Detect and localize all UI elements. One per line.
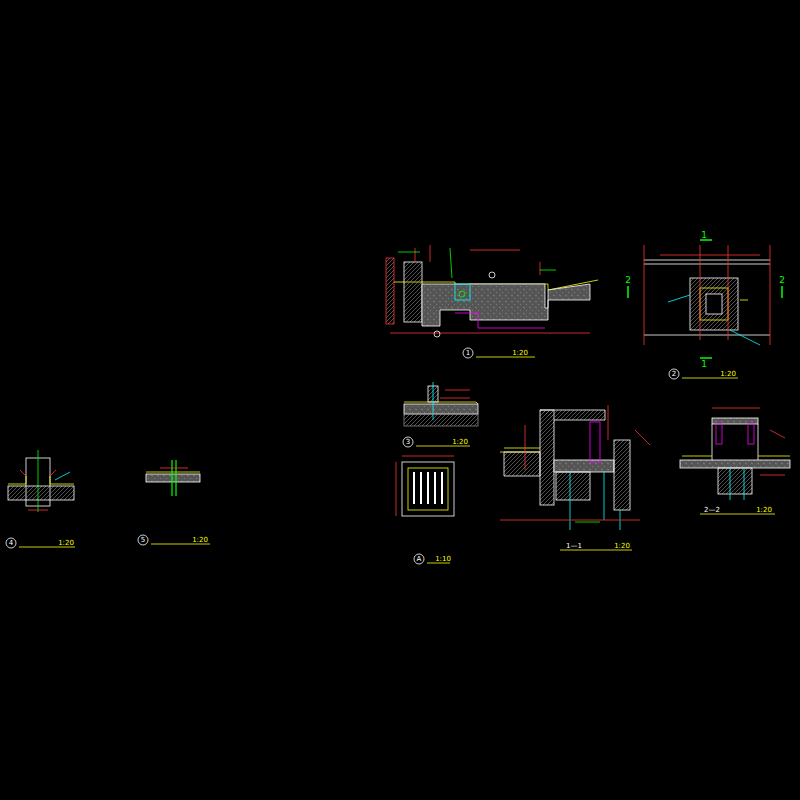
scale-label: 1:20	[58, 540, 74, 547]
callout-number: 1	[466, 350, 470, 357]
section-label: 2—2	[704, 507, 720, 514]
section-mark: 1	[701, 231, 707, 240]
scale-label: 1:20	[512, 350, 528, 357]
callout-number: 3	[406, 439, 410, 446]
scale-label: 1:20	[756, 507, 772, 514]
section-mark: 2	[779, 276, 785, 285]
section-label: 1—1	[566, 543, 582, 550]
scale-label: 1:20	[614, 543, 630, 550]
scale-label: 1:20	[452, 439, 468, 446]
scale-label: 1:20	[720, 371, 736, 378]
section-mark: 1	[701, 360, 707, 369]
callout-number: 5	[141, 537, 145, 544]
scale-label: 1:10	[435, 556, 451, 563]
callout-number: 2	[672, 371, 676, 378]
callout-number: A	[417, 556, 422, 563]
scale-label: 1:20	[192, 537, 208, 544]
section-mark: 2	[625, 276, 631, 285]
callout-number: 4	[9, 540, 13, 547]
